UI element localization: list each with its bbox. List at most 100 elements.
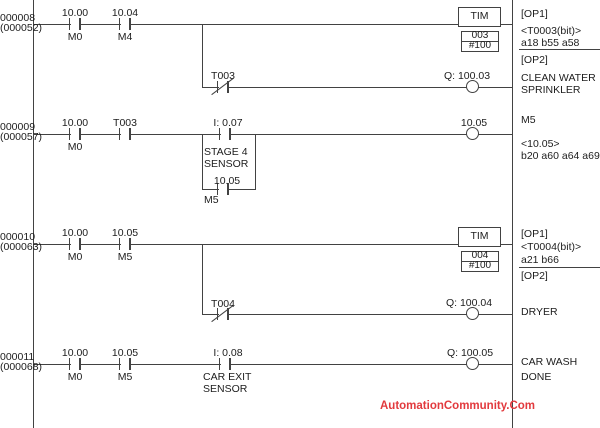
contact-bar [68, 238, 71, 250]
contact-gap [70, 21, 80, 27]
branch-wire [202, 134, 204, 190]
timer-preset[interactable]: #100 [461, 261, 499, 272]
coil-address: Q: 100.03 [443, 70, 491, 82]
rung-number: 000010 [0, 231, 36, 243]
no-contact-t003[interactable] [116, 127, 134, 141]
contact-comment: SENSOR [203, 383, 248, 395]
contact-bar [118, 238, 121, 250]
contact-bar [68, 128, 71, 140]
comment-refs: a21 b66 [521, 254, 559, 266]
timer-block-tim004[interactable]: TIM [458, 227, 501, 247]
contact-symbol: M0 [67, 31, 83, 43]
comment-divider [519, 267, 600, 269]
timer-block-tim003[interactable]: TIM [458, 7, 501, 27]
contact-bar [227, 81, 230, 93]
no-contact-10.04[interactable] [116, 17, 134, 31]
contact-comment: SENSOR [204, 158, 249, 170]
output-comment: CLEAN WATER [521, 72, 596, 84]
contact-gap [70, 241, 80, 247]
output-coil-100.03[interactable] [466, 80, 479, 93]
no-contact-10.00[interactable] [66, 17, 84, 31]
comment-bit: <T0003(bit)> [521, 25, 582, 37]
contact-bar [118, 18, 121, 30]
nc-contact-t004[interactable] [211, 305, 234, 323]
contact-comment: STAGE 4 [204, 146, 248, 158]
no-contact-i0.07[interactable] [216, 127, 234, 141]
contact-bar [227, 308, 230, 320]
contact-comment: CAR EXIT [203, 371, 252, 383]
comment-bit: <10.05> [521, 138, 560, 150]
no-contact-10.05[interactable] [116, 357, 134, 371]
comment-refs: b20 a60 a64 a69 [521, 150, 600, 162]
contact-address: 10.00 [61, 117, 89, 129]
wire [202, 87, 512, 89]
coil-address: Q: 100.05 [446, 347, 494, 359]
contact-bar [216, 308, 219, 320]
contact-gap [220, 361, 230, 367]
no-contact-10.00[interactable] [66, 127, 84, 141]
contact-symbol: M0 [67, 141, 83, 153]
contact-address: T004 [211, 298, 235, 310]
contact-gap [120, 241, 130, 247]
contact-symbol: M5 [117, 251, 133, 263]
contact-bar [216, 183, 219, 195]
contact-address: 10.00 [61, 7, 89, 19]
left-power-rail [33, 0, 35, 428]
contact-bar [218, 128, 221, 140]
output-coil-10.05[interactable] [466, 127, 479, 140]
rung-step: (000063) [0, 241, 43, 253]
contact-bar [227, 183, 230, 195]
wire [202, 314, 512, 316]
contact-bar [229, 358, 232, 370]
contact-symbol: M5 [117, 371, 133, 383]
no-contact-10.00[interactable] [66, 237, 84, 251]
output-comment: M5 [521, 114, 536, 126]
no-contact-10.00[interactable] [66, 357, 84, 371]
contact-bar [129, 358, 132, 370]
wire [33, 24, 458, 26]
no-contact-10.05-parallel[interactable] [214, 182, 232, 196]
contact-gap [220, 131, 230, 137]
contact-symbol: M4 [117, 31, 133, 43]
rung-step: (000068) [0, 361, 43, 373]
contact-address: 10.05 [213, 175, 241, 187]
branch-wire [202, 24, 204, 88]
rung-step: (000057) [0, 131, 43, 143]
contact-gap [120, 361, 130, 367]
contact-address: I: 0.07 [213, 117, 243, 129]
comment-op2: [OP2] [521, 270, 548, 282]
contact-gap [70, 361, 80, 367]
nc-contact-t003[interactable] [211, 78, 234, 96]
output-coil-100.04[interactable] [466, 307, 479, 320]
output-coil-100.05[interactable] [466, 357, 479, 370]
contact-bar [129, 18, 132, 30]
comment-refs: a18 b55 a58 [521, 37, 580, 49]
output-comment: SPRINKLER [521, 84, 581, 96]
branch-wire [255, 134, 257, 190]
rung-step: (000052) [0, 22, 43, 34]
no-contact-i0.08[interactable] [216, 357, 234, 371]
comment-bit: <T0004(bit)> [521, 241, 582, 253]
rung-number: 000011 [0, 351, 35, 363]
contact-symbol: M0 [67, 251, 83, 263]
wire [501, 244, 512, 246]
wire [33, 244, 458, 246]
contact-address: 10.00 [61, 347, 89, 359]
coil-address: Q: 100.04 [445, 297, 493, 309]
no-contact-10.05[interactable] [116, 237, 134, 251]
contact-address: T003 [113, 117, 137, 129]
contact-bar [79, 238, 82, 250]
contact-address: 10.00 [61, 227, 89, 239]
wire [33, 134, 512, 136]
contact-symbol: M0 [67, 371, 83, 383]
comment-op1: [OP1] [521, 228, 548, 240]
contact-address: 10.05 [111, 227, 139, 239]
contact-gap [120, 131, 130, 137]
comment-divider [519, 49, 600, 51]
output-comment: CAR WASH [521, 356, 578, 368]
comment-op2: [OP2] [521, 54, 548, 66]
contact-gap [218, 186, 228, 192]
watermark: AutomationCommunity.Com [380, 400, 536, 412]
contact-bar [218, 358, 221, 370]
timer-preset[interactable]: #100 [461, 41, 499, 52]
